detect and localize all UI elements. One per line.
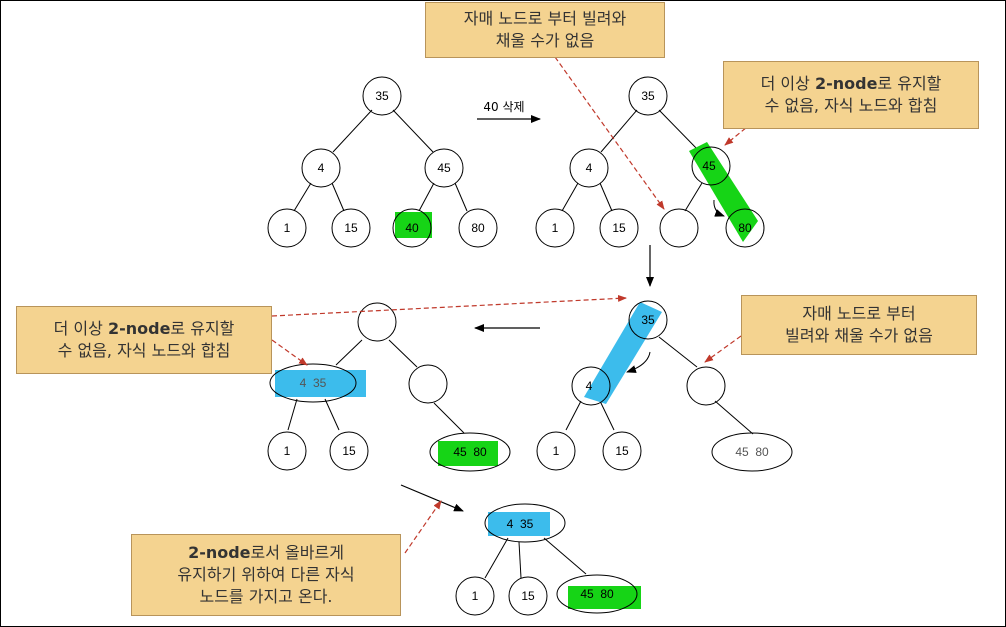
t5-rr-node (556, 574, 638, 614)
t3-right-node (686, 366, 726, 406)
t1-right-node (424, 148, 464, 188)
t5-lm-label: 15 (521, 589, 535, 603)
highlight-45-80-bottom (568, 586, 641, 609)
t3-ll-node (536, 431, 576, 471)
callout-merge-left-bold: 2-node (107, 319, 171, 338)
t1-left-node (301, 148, 341, 188)
callout-merge-left-line2: 수 없음, 자식 노드와 합침 (57, 341, 231, 360)
t5-rr-label: 45 80 (580, 587, 614, 601)
highlight-40 (395, 212, 432, 238)
t3-root-node (628, 300, 668, 340)
t2-root-label: 35 (641, 89, 655, 103)
t4-ll-label: 1 (284, 444, 291, 458)
t4-rr-node (429, 432, 511, 472)
t1-lr-node (331, 208, 371, 248)
t2-ll-label: 1 (552, 221, 559, 235)
t3-lr-node (602, 431, 642, 471)
highlight-4-35-bottom (488, 512, 550, 536)
t2-rr-label: 80 (738, 221, 752, 235)
t3-left-node (571, 366, 611, 406)
callout-merge-top-bold: 2-node (814, 74, 878, 93)
callout-merge-left-line1: 더 이상 2-node로 유지할 (54, 318, 235, 340)
t3-lr-label: 15 (615, 444, 629, 458)
t5-lm-node (508, 576, 548, 616)
pointer-final-note (404, 500, 442, 554)
t2-lr-label: 15 (612, 221, 626, 235)
highlight-45-80 (689, 142, 758, 242)
t2-ll-node (535, 208, 575, 248)
rotate-arrow-2 (626, 351, 651, 373)
t4-lr-node (329, 431, 369, 471)
highlight-45-80-middle (438, 441, 498, 466)
t2-left-label: 4 (586, 161, 593, 175)
t1-lr-label: 15 (344, 221, 358, 235)
t2-left-node (569, 148, 609, 188)
t2-root-node (628, 76, 668, 116)
callout-final-line2: 유지하기 위하여 다른 자식 (177, 565, 355, 584)
t1-ll-label: 1 (284, 221, 291, 235)
t5-root-label: 4 35 (507, 517, 534, 531)
callout-final-note: 2-node로서 올바르게 유지하기 위하여 다른 자식 노드를 가지고 온다. (131, 534, 401, 616)
t4-ll-node (267, 431, 307, 471)
t2-lr-node (599, 208, 639, 248)
rotate-arrow-1 (713, 199, 725, 217)
callout-sibling-top-line2: 채울 수가 없음 (495, 31, 595, 50)
t2-rl-node (659, 208, 699, 248)
t1-rr-node (458, 208, 498, 248)
callout-merge-top-line2: 수 없음, 자식 노드와 합침 (764, 96, 938, 115)
t2-right-label: 45 (702, 159, 716, 173)
callout-final-bold: 2-node (188, 543, 251, 562)
delete-40-label: 40 삭제 (483, 100, 524, 114)
t5-ll-label: 1 (472, 589, 479, 603)
t4-right-node (408, 364, 448, 404)
t4-left-node (269, 363, 357, 403)
t1-rl-node (392, 208, 432, 248)
t4-root-node (357, 302, 397, 342)
callout-merge-top-text-b: 로 유지할 (877, 74, 942, 93)
t1-left-label: 4 (318, 161, 325, 175)
pointer-sibling-right (704, 335, 742, 363)
highlight-35-4 (584, 302, 662, 404)
callout-merge-top-line1: 더 이상 2-node로 유지할 (761, 73, 942, 95)
callout-sibling-right-line2: 빌려와 채울 수가 없음 (785, 326, 933, 345)
callout-merge-left-text-b: 로 유지할 (170, 319, 235, 338)
t1-root-node (362, 76, 402, 116)
callout-sibling-right: 자매 노드로 부터 빌려와 채울 수가 없음 (741, 295, 977, 355)
t4-lr-label: 15 (342, 444, 356, 458)
t1-right-label: 45 (437, 161, 451, 175)
callout-sibling-top: 자매 노드로 부터 빌려와 채울 수가 없음 (425, 2, 665, 58)
t1-root-label: 35 (375, 89, 389, 103)
t1-ll-node (267, 208, 307, 248)
callout-merge-left: 더 이상 2-node로 유지할 수 없음, 자식 노드와 합침 (16, 306, 272, 374)
t3-rr-node (711, 432, 793, 472)
t3-left-label: 4 (586, 379, 593, 393)
t5-ll-node (455, 576, 495, 616)
callout-final-line1: 2-node로서 올바르게 (188, 542, 344, 564)
t1-rl-label: 40 (405, 221, 419, 235)
t3-rr-label: 45 80 (735, 445, 769, 459)
pointer-merge-left-node (271, 339, 308, 366)
callout-merge-left-text-a: 더 이상 (53, 319, 108, 338)
pointer-sibling-top (554, 56, 665, 210)
callout-final-line3: 노드를 가지고 온다. (199, 587, 333, 606)
t5-root-node (484, 503, 566, 543)
t2-right-node (691, 146, 731, 186)
pointer-merge-left-root (271, 294, 627, 317)
t4-left-label: 4 35 (300, 376, 327, 390)
t1-rr-label: 80 (471, 221, 485, 235)
callout-final-text-a: 로서 올바르게 (250, 543, 344, 562)
callout-sibling-right-line1: 자매 노드로 부터 (802, 304, 916, 323)
t3-ll-label: 1 (553, 444, 560, 458)
callout-sibling-top-line1: 자매 노드로 부터 빌려와 (463, 9, 627, 28)
callout-merge-top: 더 이상 2-node로 유지할 수 없음, 자식 노드와 합침 (723, 61, 979, 129)
pointer-merge-top (724, 117, 759, 146)
t2-rr-node (725, 208, 765, 248)
callout-merge-top-text-a: 더 이상 (760, 74, 815, 93)
arrow-step4 (400, 484, 464, 512)
t3-root-label: 35 (641, 313, 655, 327)
t4-rr-label: 45 80 (453, 445, 487, 459)
